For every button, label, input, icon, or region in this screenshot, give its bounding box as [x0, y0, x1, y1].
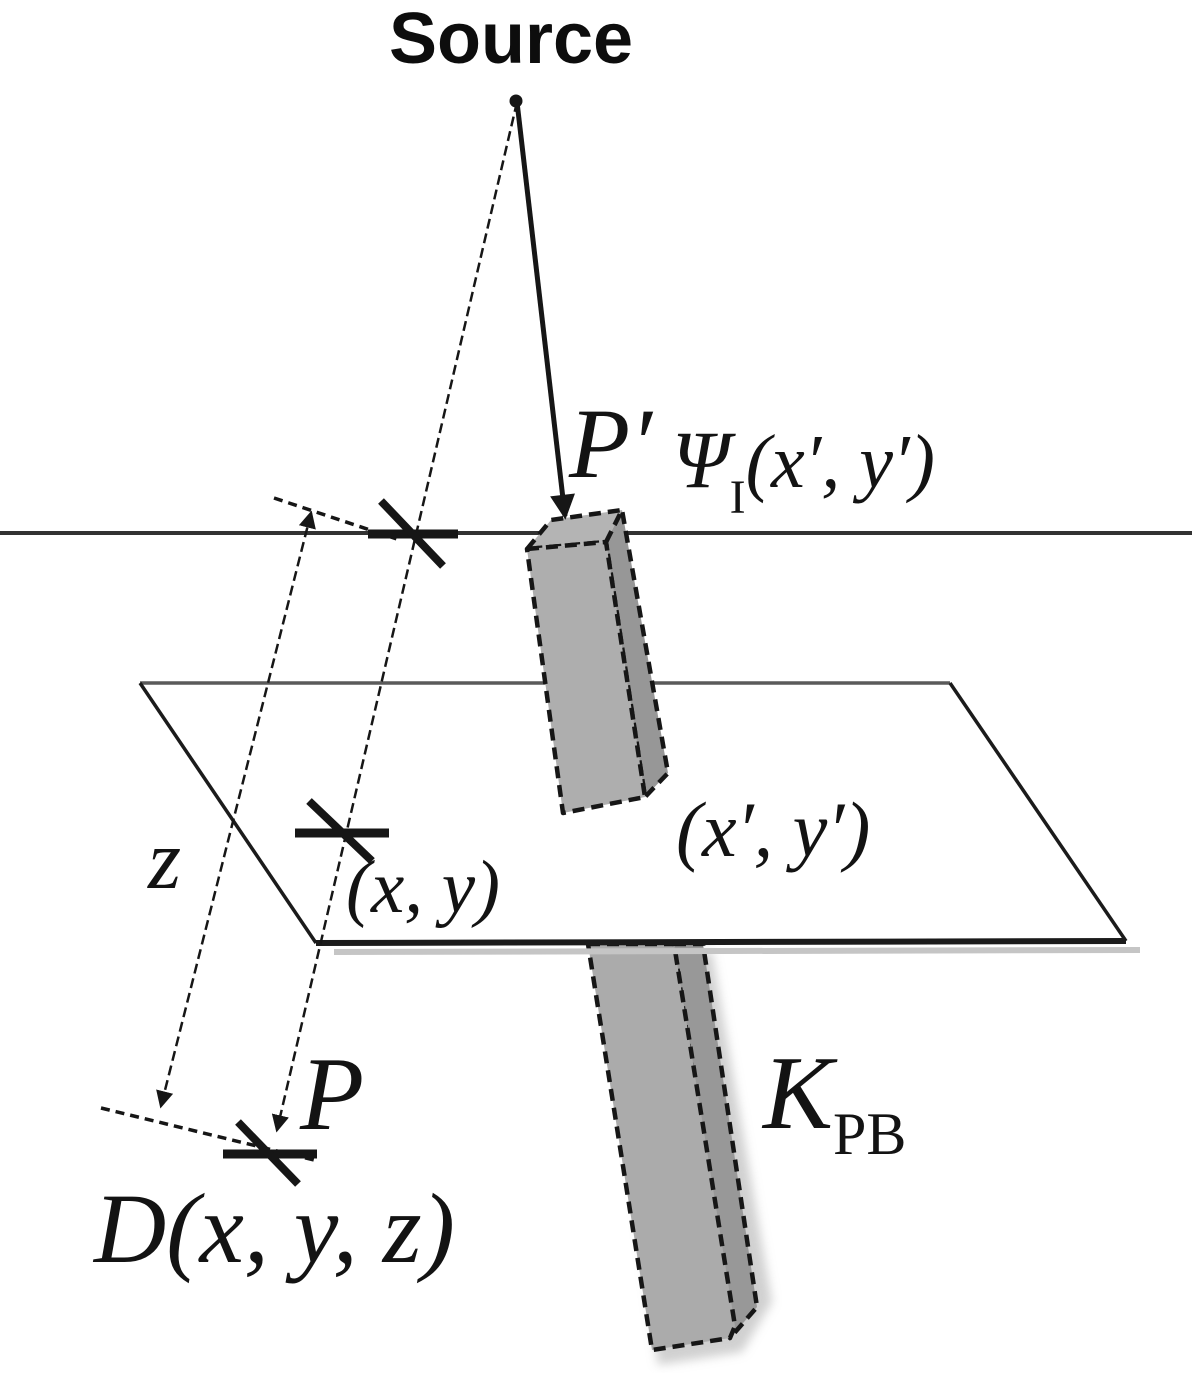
x-marker-xy: [295, 798, 389, 864]
source-point: [509, 94, 523, 108]
plane-bottom-shadow: [333, 947, 1141, 955]
depth-z-label: z: [147, 813, 181, 907]
point-p-label: P: [299, 1035, 364, 1152]
x-marker-point-p: [223, 1119, 317, 1187]
plane-xy-label: (x, y): [346, 846, 500, 929]
pencil-beam-upper-top-face: [524, 507, 625, 552]
depth-z-arrow: [156, 510, 316, 1109]
x-marker-surface: [368, 498, 458, 569]
plane-bottom-edge: [315, 938, 1127, 946]
central-axis-arrow: [514, 101, 575, 520]
incident-fluence-label: ΨI(x′, y′): [672, 414, 935, 524]
p-prime-label: P′: [568, 388, 654, 499]
plane-xpyp-label: (x′, y′): [676, 786, 870, 873]
pencil-beam-lower-front-face: [585, 941, 738, 1353]
kernel-label: KPB: [761, 1034, 906, 1167]
plane-right-edge: [948, 682, 1128, 942]
ray-to-point-p: [271, 101, 519, 1133]
calculation-plane: [140, 683, 1126, 943]
dose-label: D(x, y, z): [92, 1173, 455, 1284]
pencil-beam-upper-front-face: [524, 539, 648, 816]
source-label: Source: [389, 0, 633, 79]
